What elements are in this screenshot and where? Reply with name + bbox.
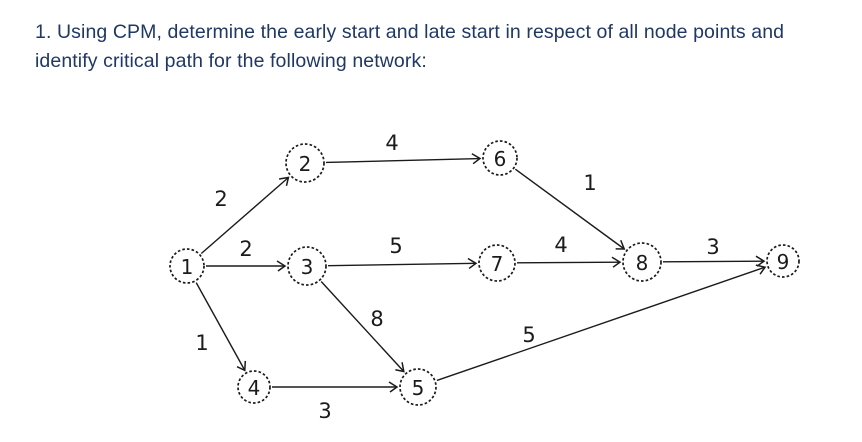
node-5: 5 — [399, 368, 437, 406]
edge-labels-layer: 2 2 1 4 5 8 3 1 4 3 5 — [195, 131, 719, 423]
edge-weight-1-3: 2 — [239, 237, 252, 261]
edge-7-8 — [516, 256, 622, 268]
node-2: 2 — [285, 143, 325, 183]
node-4: 4 — [237, 370, 271, 404]
edge-1-4 — [195, 282, 247, 372]
node-circle-9 — [766, 244, 800, 278]
edge-weight-3-7: 5 — [389, 234, 402, 258]
node-circle-3 — [287, 246, 327, 286]
edge-weight-6-8: 1 — [583, 171, 596, 195]
edge-weight-8-9: 3 — [706, 235, 719, 259]
edge-5-9 — [436, 264, 767, 382]
question-line-2: identify critical path for the following… — [35, 50, 427, 72]
node-label-7: 7 — [491, 252, 504, 276]
node-label-2: 2 — [299, 152, 312, 176]
node-circle-4 — [237, 370, 271, 404]
edge-1-2 — [200, 176, 290, 255]
node-label-4: 4 — [248, 376, 261, 400]
node-8: 8 — [622, 242, 662, 282]
nodes-layer: 1 2 3 4 5 6 7 8 9 — [169, 140, 800, 406]
edge-weight-2-6: 4 — [385, 131, 398, 155]
node-1: 1 — [169, 248, 205, 284]
node-circle-2 — [285, 143, 325, 183]
question-text: 1. Using CPM, determine the early start … — [35, 18, 835, 76]
node-label-3: 3 — [301, 255, 314, 279]
node-label-8: 8 — [636, 251, 649, 275]
edge-weight-7-8: 4 — [554, 233, 567, 257]
node-9: 9 — [766, 244, 800, 278]
node-label-1: 1 — [181, 255, 194, 279]
edges-layer — [195, 153, 767, 393]
node-6: 6 — [482, 140, 518, 176]
node-7: 7 — [478, 244, 516, 282]
edge-6-8 — [514, 168, 626, 250]
node-circle-8 — [622, 242, 662, 282]
question-line-1: 1. Using CPM, determine the early start … — [35, 21, 785, 43]
node-circle-7 — [478, 244, 516, 282]
node-circle-6 — [482, 140, 518, 176]
node-label-5: 5 — [412, 376, 425, 400]
edge-8-9 — [662, 255, 766, 267]
edge-weight-1-4: 1 — [195, 331, 208, 355]
edge-weight-1-2: 2 — [214, 187, 227, 211]
node-label-9: 9 — [777, 250, 790, 274]
node-circle-1 — [169, 248, 205, 284]
edge-2-6 — [325, 153, 482, 165]
edge-3-7 — [327, 257, 478, 270]
edge-weight-3-5: 8 — [370, 307, 383, 331]
node-circle-5 — [399, 368, 437, 406]
node-3: 3 — [287, 246, 327, 286]
edge-weight-5-9: 5 — [522, 323, 535, 347]
edge-weight-4-5: 3 — [318, 399, 331, 423]
node-label-6: 6 — [494, 147, 507, 171]
edge-3-5 — [320, 281, 405, 373]
